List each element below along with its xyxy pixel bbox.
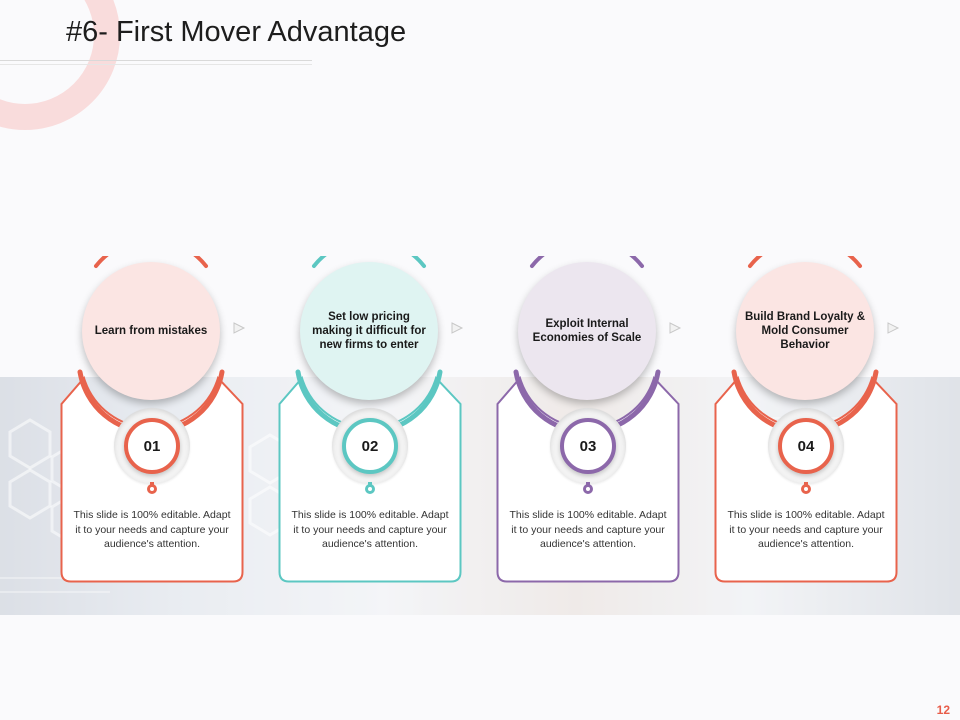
step-number: 02 [361, 437, 379, 455]
step-number-ring: 02 [342, 418, 398, 474]
chevron-right-icon [451, 322, 464, 334]
step-number-ring: 01 [124, 418, 180, 474]
step-card-1: Learn from mistakes 01 This slide is 100… [60, 256, 246, 584]
title-divider-secondary [0, 64, 312, 65]
chevron-right-icon [669, 322, 682, 334]
step-heading-circle: Set low pricing making it difficult for … [300, 262, 438, 400]
step-number: 04 [797, 437, 815, 455]
step-body-text: This slide is 100% editable. Adapt it to… [291, 509, 449, 550]
step-body-text: This slide is 100% editable. Adapt it to… [727, 509, 885, 550]
step-heading: Learn from mistakes [94, 325, 208, 337]
step-heading: Build Brand Loyalty & Mold Consumer Beha… [744, 311, 866, 351]
step-number: 01 [143, 437, 161, 455]
connector-dot [147, 484, 157, 494]
connector-dot [583, 484, 593, 494]
step-number-ring: 03 [560, 418, 616, 474]
title-divider [0, 60, 312, 61]
step-number-badge: 04 [768, 408, 844, 484]
chevron-right-icon [233, 322, 246, 334]
step-heading-circle: Build Brand Loyalty & Mold Consumer Beha… [736, 262, 874, 400]
step-heading: Set low pricing making it difficult for … [312, 311, 426, 351]
page-number: 12 [936, 703, 950, 717]
connector-dot [365, 484, 375, 494]
step-card-3: Exploit Internal Economies of Scale 03 T… [496, 256, 682, 584]
connector-dot [801, 484, 811, 494]
step-number-ring: 04 [778, 418, 834, 474]
step-number-badge: 03 [550, 408, 626, 484]
step-card-2: Set low pricing making it difficult for … [278, 256, 464, 584]
page-title: #6- First Mover Advantage [66, 16, 407, 48]
step-number-badge: 02 [332, 408, 408, 484]
chevron-right-icon [887, 322, 900, 334]
step-body-text: This slide is 100% editable. Adapt it to… [73, 509, 231, 550]
step-heading: Exploit Internal Economies of Scale [532, 318, 642, 344]
step-heading-circle: Learn from mistakes [82, 262, 220, 400]
step-number-badge: 01 [114, 408, 190, 484]
step-card-4: Build Brand Loyalty & Mold Consumer Beha… [714, 256, 900, 584]
step-number: 03 [579, 437, 597, 455]
step-heading-circle: Exploit Internal Economies of Scale [518, 262, 656, 400]
step-body-text: This slide is 100% editable. Adapt it to… [509, 509, 667, 550]
